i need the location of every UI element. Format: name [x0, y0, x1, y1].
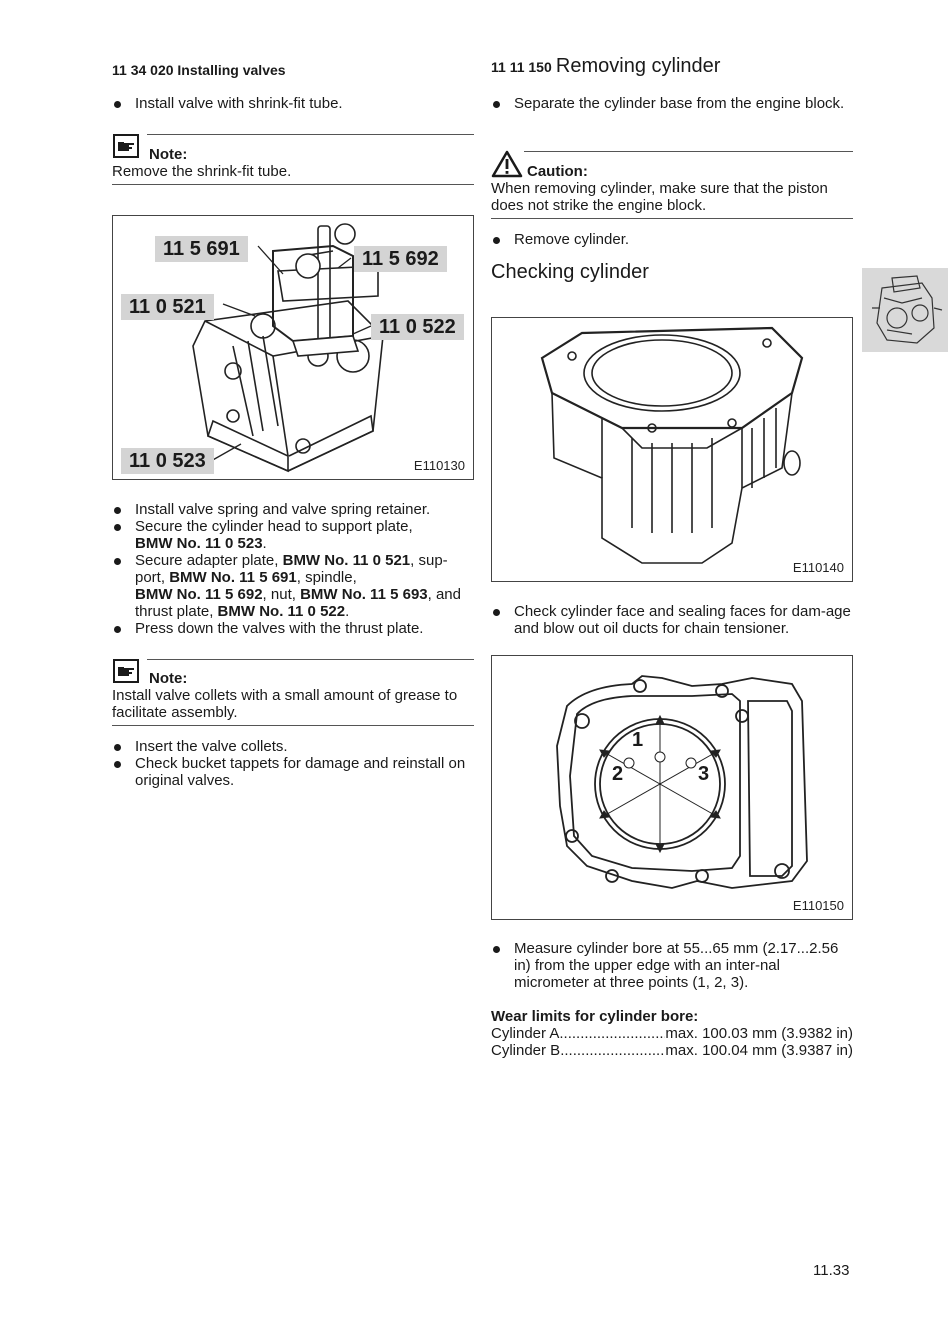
caution-divider-top: [524, 151, 853, 152]
checking-steps-2: Measure cylinder bore at 55...65 mm (2.1…: [491, 940, 853, 991]
part-label-11-0-521: 11 0 521: [121, 294, 214, 320]
list-item: Remove cylinder.: [491, 231, 853, 248]
wear-row-value: max. 100.03 mm (3.9382 in): [665, 1025, 853, 1042]
removing-steps: Separate the cylinder base from the engi…: [491, 95, 853, 112]
part-label-11-5-691: 11 5 691: [155, 236, 248, 262]
figure-valve-installation: 11 5 691 11 5 692 11 0 521 11 0 522 11 0…: [112, 215, 474, 480]
wear-row-cylinder-b: Cylinder B .............................…: [491, 1042, 853, 1059]
gasket-drawing: [556, 675, 808, 889]
chapter-tab-engine-thumbnail: [862, 268, 948, 352]
step-list-3: Insert the valve collets. Check bucket t…: [112, 738, 474, 789]
note2-divider-bottom: [112, 725, 474, 726]
figure-code: E110130: [413, 458, 465, 473]
note-divider-bottom: [112, 184, 474, 185]
leader-dots: ........................................…: [560, 1042, 666, 1059]
list-item-text: , nut,: [262, 586, 301, 603]
part-label-11-0-523: 11 0 523: [121, 448, 214, 474]
wear-row-value: max. 100.04 mm (3.9387 in): [665, 1042, 853, 1059]
list-item: Measure cylinder bore at 55...65 mm (2.1…: [491, 940, 853, 991]
list-item: Check bucket tappets for damage and rein…: [112, 755, 474, 789]
wear-row-label: Cylinder B: [491, 1042, 561, 1059]
list-item: Secure adapter plate, BMW No. 11 0 521, …: [112, 552, 474, 620]
page-number: 11.33: [813, 1262, 850, 1279]
tool-number: BMW No. 11 0 521: [282, 552, 411, 569]
note-title: Note:: [149, 146, 188, 163]
part-label-11-0-522: 11 0 522: [371, 314, 464, 340]
caution-warning-icon: [491, 150, 523, 182]
note2-divider-top: [147, 659, 474, 660]
wear-limits-heading: Wear limits for cylinder bore:: [491, 1008, 699, 1025]
list-item-text: , sup-port,: [135, 552, 448, 586]
step-list-1: Install valve with shrink-fit tube.: [112, 95, 474, 112]
list-item: Separate the cylinder base from the engi…: [491, 95, 853, 112]
list-item-text: , and thrust plate,: [135, 586, 461, 620]
list-item: Install valve spring and valve spring re…: [112, 501, 474, 518]
note2-text: Install valve collets with a small amoun…: [112, 687, 458, 721]
heading-number: 11 11 150: [491, 59, 552, 75]
point-label-2: 2: [612, 763, 624, 785]
note2-title: Note:: [149, 670, 188, 687]
list-item-text: , spindle,: [296, 569, 357, 586]
figure-bore-measurement: 1 2 3 E110150: [491, 655, 853, 920]
step-list-2: Install valve spring and valve spring re…: [112, 501, 474, 637]
section-heading-removing-cylinder: 11 11 150 Removing cylinder: [491, 55, 721, 77]
heading-text: Removing cylinder: [555, 55, 721, 77]
engine-thumbnail-icon: [872, 275, 943, 344]
list-item: Insert the valve collets.: [112, 738, 474, 755]
checking-steps-1: Check cylinder face and sealing faces fo…: [491, 603, 853, 637]
removing-steps-2: Remove cylinder.: [491, 231, 853, 248]
section-heading-checking-cylinder: Checking cylinder: [491, 261, 649, 283]
leader-dots: ........................................…: [559, 1025, 666, 1042]
list-item: Press down the valves with the thrust pl…: [112, 620, 474, 637]
wear-row-label: Cylinder A: [491, 1025, 560, 1042]
section-heading-installing-valves: 11 34 020 Installing valves: [112, 62, 286, 78]
list-item: Install valve with shrink-fit tube.: [112, 95, 474, 112]
figure-code: E110140: [792, 560, 844, 575]
point-label-1: 1: [632, 729, 644, 751]
tool-number: BMW No. 11 5 692: [135, 586, 263, 603]
list-item: Check cylinder face and sealing faces fo…: [491, 603, 853, 637]
figure-cylinder: E110140: [491, 317, 853, 582]
list-item: Secure the cylinder head to support plat…: [112, 518, 474, 552]
tool-number: BMW No. 11 0 522: [217, 603, 346, 620]
note-divider-top: [147, 134, 474, 135]
note-hand-icon: [113, 659, 139, 683]
note-hand-icon: [113, 134, 139, 158]
caution-divider-bottom: [491, 218, 853, 219]
wear-row-cylinder-a: Cylinder A .............................…: [491, 1025, 853, 1042]
list-item-text: Secure adapter plate,: [135, 552, 283, 569]
point-label-3: 3: [698, 763, 710, 785]
cylinder-drawing: [540, 326, 804, 564]
figure-code: E110150: [792, 898, 844, 913]
caution-title: Caution:: [527, 163, 588, 180]
cylinder-head-drawing: [192, 223, 384, 473]
tool-number: BMW No. 11 5 693: [300, 586, 428, 603]
note-text: Remove the shrink-fit tube.: [112, 163, 292, 180]
part-label-11-5-692: 11 5 692: [354, 246, 447, 272]
caution-text: When removing cylinder, make sure that t…: [491, 180, 828, 214]
tool-number: BMW No. 11 0 523: [135, 535, 263, 552]
list-item-text: Secure the cylinder head to support plat…: [135, 518, 413, 535]
tool-number: BMW No. 11 5 691: [169, 569, 297, 586]
